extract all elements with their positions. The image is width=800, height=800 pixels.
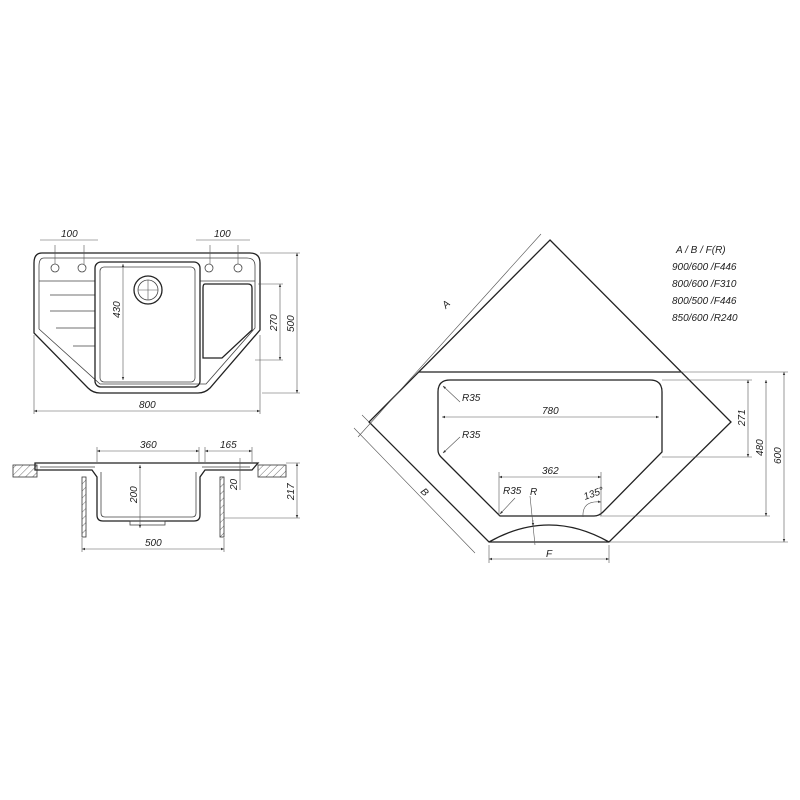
dim-small-bowl: 270 [269, 314, 280, 332]
cutout-outline [437, 379, 663, 517]
drain-icon [133, 275, 163, 305]
size-row: 850/600 /R240 [672, 313, 738, 324]
dim-total-height: 217 [286, 483, 297, 501]
radius-left: R35 [462, 430, 481, 441]
dim-bowl-length: 430 [112, 301, 123, 318]
top-view: 100 100 800 500 270 430 [33, 229, 300, 414]
dim-small-width: 165 [220, 440, 237, 451]
size-row: 800/600 /F310 [672, 279, 737, 290]
dim-bowl-width: 360 [140, 440, 157, 451]
dim-600: 600 [773, 447, 784, 464]
dim-271: 271 [737, 409, 748, 427]
section-view: 360 165 200 20 217 500 [12, 440, 300, 552]
size-table-header: A / B / F(R) [675, 245, 726, 256]
dim-bowl-depth: 200 [129, 486, 140, 504]
arc-front [488, 524, 610, 543]
size-row: 800/500 /F446 [672, 296, 737, 307]
cabinet-wall-right [219, 476, 225, 538]
label-b: B [418, 486, 431, 499]
small-bowl [202, 283, 253, 359]
angle-label: 135° [582, 485, 605, 502]
dim-480: 480 [755, 439, 766, 456]
dim-362: 362 [542, 466, 559, 477]
sink-section [34, 462, 260, 522]
dim-depth: 500 [286, 315, 297, 332]
dim-width: 800 [139, 400, 156, 411]
label-r: R [530, 487, 537, 498]
faucet-holes [50, 263, 243, 273]
label-f: F [546, 549, 553, 560]
main-bowl [94, 261, 201, 388]
dim-hole-left: 100 [61, 229, 78, 240]
dim-780: 780 [542, 406, 559, 417]
dim-hole-right: 100 [214, 229, 231, 240]
radius-top-left: R35 [462, 393, 481, 404]
sink-outline [33, 252, 261, 394]
label-a: A [440, 298, 453, 311]
drainboard-grooves [50, 294, 95, 347]
dim-cabinet: 500 [145, 538, 162, 549]
radius-bottom: R35 [503, 486, 522, 497]
dim-small-depth: 20 [229, 478, 240, 491]
size-table: A / B / F(R) 900/600 /F446 800/600 /F310… [672, 245, 738, 324]
countertop-right [257, 464, 287, 478]
countertop-left [12, 464, 38, 478]
cabinet-wall-left [81, 476, 87, 538]
size-row: 900/600 /F446 [672, 262, 737, 273]
